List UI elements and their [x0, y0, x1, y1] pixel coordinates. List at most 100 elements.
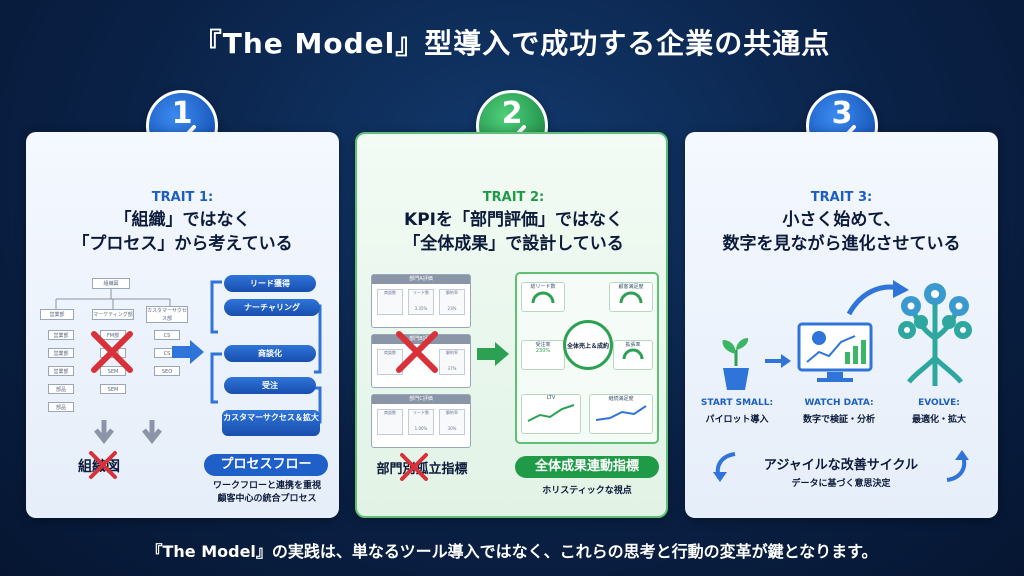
flow-step: 受注 [224, 377, 316, 394]
trait-3-card: TRAIT 3: 小さく始めて、 数字を見ながら進化させている STA [685, 132, 998, 518]
flow-step: ナーチャリング [224, 299, 320, 316]
org-dept-box: マーケティング部 [92, 309, 134, 320]
dept-panel: 部門B評価 商談数 解約率 37% [371, 334, 471, 388]
footer-message: 『The Model』の実践は、単なるツール導入ではなく、これらの思考と行動の変… [146, 542, 878, 561]
trait-heading-line1: KPIを「部門評価」ではなく [404, 210, 623, 230]
cross-icon [396, 331, 438, 373]
trait-label: TRAIT 3: [810, 190, 873, 205]
stage-start-jp: パイロット導入 [705, 415, 769, 425]
cycle-arrow-right-icon [946, 450, 969, 482]
org-sub-box: SEO [154, 366, 180, 376]
stage-evolve-jp: 最適化・拡大 [911, 415, 966, 425]
kpi-card: 受注率 230% [521, 340, 565, 370]
trait-heading-line2: 「全体成果」で設計している [403, 234, 624, 254]
org-sub-box: 営業部 [48, 330, 74, 340]
gauge-icon [622, 348, 644, 360]
badge-number: 1 [171, 96, 193, 131]
metric-label: 商談数 [384, 410, 396, 415]
flow-step: カスタマーサクセス＆拡大 [222, 410, 320, 436]
cross-icon [89, 451, 117, 479]
agile-cycle-desc: データに基づく意思決定 [791, 479, 891, 489]
kpi-dashboard: 総リード数 顧客満足度 受注率 230% 拡張率 全体売上＆成約 LTV 継続満… [515, 272, 659, 444]
dept-metric: 解約率 23% [439, 289, 465, 315]
badge-number: 3 [831, 96, 853, 131]
metric-label: リード数 [413, 410, 429, 415]
trait-heading-line1: 小さく始めて、 [782, 210, 901, 230]
kpi-card-label: 総リード数 [530, 284, 556, 290]
org-sub-box: SEM [100, 366, 126, 376]
dept-metric: 商談数 [377, 409, 403, 435]
dept-metric: 商談数 [377, 289, 403, 315]
flow-step: 商談化 [224, 345, 316, 362]
metric-label: 解約率 [446, 290, 458, 295]
metric-label: 商談数 [384, 290, 396, 295]
dept-metric: 商談数 [377, 349, 403, 375]
org-chart-lines [55, 289, 171, 309]
dept-panel: 部門A評価 商談数 リード数 3.35% 解約率 23% [371, 274, 471, 328]
trait-heading-line2: 「プロセス」から考えている [72, 234, 293, 254]
dept-panel-title: 部門B評価 [372, 335, 470, 344]
kpi-linked-desc: ホリスティックな視点 [542, 486, 632, 496]
metric-label: 商談数 [384, 350, 396, 355]
org-chart-root: 組織図 [92, 278, 130, 289]
org-sub-box: 部品 [48, 402, 74, 412]
metric-value: 3.35% [414, 306, 428, 311]
stage-watch-en: WATCH DATA: [804, 398, 874, 408]
trait-label: TRAIT 1: [151, 190, 214, 205]
kpi-card: 顧客満足度 [609, 282, 653, 312]
org-sub-box: SEM [100, 384, 126, 394]
org-sub-box: 営業部 [48, 366, 74, 376]
metric-label: 解約率 [446, 410, 458, 415]
page-title: 『The Model』型導入で成功する企業の共通点 [193, 27, 831, 60]
down-arrows-icon [94, 420, 162, 445]
kpi-card: 継続満足度 [589, 394, 653, 434]
dept-isolated-label: 部門別孤立指標 [376, 462, 468, 477]
kpi-card: 総リード数 [521, 282, 565, 312]
kpi-value: 230% [535, 348, 551, 354]
metric-value: 1.00% [414, 426, 428, 431]
dept-metric: リード数 1.00% [408, 409, 434, 435]
kpi-linked-label: 全体成果連動指標 [515, 456, 659, 478]
flow-step: リード獲得 [224, 275, 316, 292]
kpi-card-label: 拡張率 [625, 342, 641, 348]
cross-icon [91, 331, 133, 373]
cycle-arrow-left-icon [713, 452, 736, 482]
right-arrow-icon [477, 342, 509, 366]
org-sub-box: CS [154, 330, 180, 340]
process-flow-desc-line2: 顧客中心の統合プロセス [217, 494, 317, 504]
kpi-card-label: 顧客満足度 [618, 284, 644, 290]
metric-label: 解約率 [446, 350, 458, 355]
dept-metric: 解約率 37% [439, 349, 465, 375]
kpi-card: LTV [521, 394, 581, 434]
org-dept-box: 営業部 [40, 309, 74, 320]
process-flow-desc-line1: ワークフローと連携を重視 [212, 481, 321, 491]
kpi-card-label: 受注率 [535, 342, 551, 348]
agile-cycle-title: アジャイルな改善サイクル [763, 458, 919, 473]
kpi-card-label: 継続満足度 [608, 396, 634, 402]
org-dept-box: カスタマーサクセス部 [146, 306, 188, 323]
gear-tree-icon [898, 283, 972, 386]
dept-panel-title: 部門A評価 [372, 275, 470, 284]
cross-icon [400, 453, 428, 481]
trait-2-card: TRAIT 2: KPIを「部門評価」ではなく 「全体成果」で設計している 部門… [355, 132, 668, 518]
process-flow-label: プロセスフロー [204, 454, 328, 476]
stage-watch-jp: 数字で検証・分析 [802, 415, 875, 425]
dept-panel-title: 部門C評価 [372, 395, 470, 404]
right-arrow-icon [172, 340, 204, 364]
trait-heading-line1: 「組織」ではなく [114, 210, 251, 230]
metric-value: 37% [447, 366, 457, 371]
trait-1-card: TRAIT 1: 「組織」ではなく 「プロセス」から考えている 組織図 営業部 … [26, 132, 339, 518]
org-sub-box: 部品 [48, 384, 74, 394]
stage-start-en: START SMALL: [700, 398, 774, 408]
dept-metric: リード数 3.35% [408, 289, 434, 315]
right-arrow-icon [765, 354, 791, 368]
trait-label: TRAIT 2: [482, 190, 545, 205]
metric-value: 23% [447, 306, 457, 311]
line-chart-icon [595, 405, 647, 421]
growth-arrow-icon [846, 280, 909, 316]
gauge-icon [619, 291, 643, 304]
kpi-card: 拡張率 [613, 340, 653, 370]
metric-label: リード数 [413, 290, 429, 295]
badge-number: 2 [501, 96, 523, 131]
